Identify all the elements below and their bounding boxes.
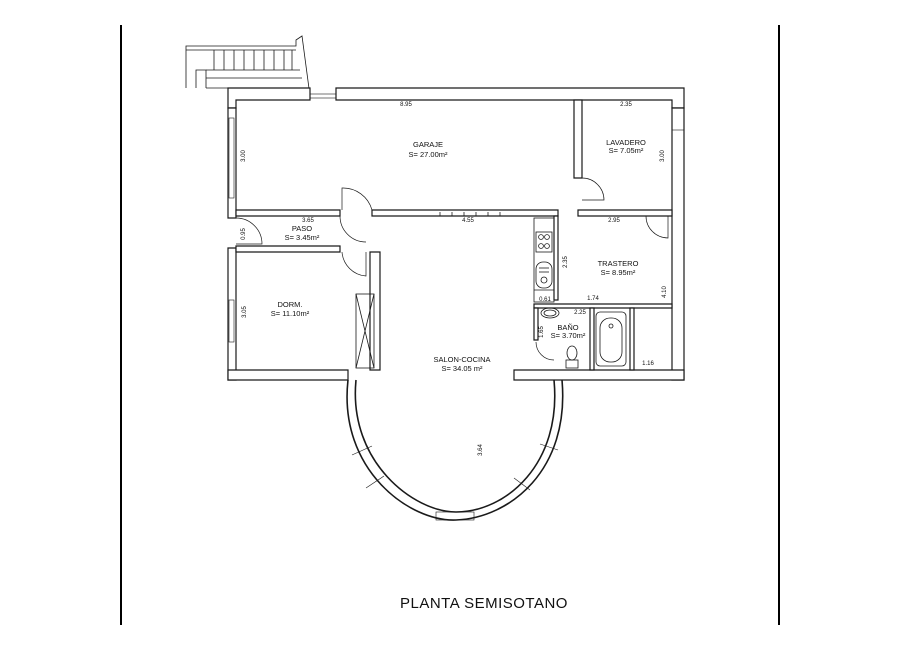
garaje-area: S= 27.00m²: [409, 150, 448, 159]
kitchen-sink-icon: [535, 261, 553, 289]
paso-name: PASO: [292, 224, 312, 233]
dorm-name: DORM.: [278, 300, 303, 309]
plan-title: PLANTA SEMISOTANO: [400, 595, 568, 612]
dim-bano-width: 1.74: [587, 296, 599, 302]
salon-area: S= 34.05 m²: [441, 364, 483, 373]
fixtures: [535, 231, 627, 369]
dim-bano-depth: 2.25: [574, 310, 586, 316]
dim-closet: 1.16: [642, 361, 654, 367]
trastero-name: TRASTERO: [598, 259, 639, 268]
cooktop-icon: [535, 231, 553, 253]
dim-paso-width: 3.65: [302, 218, 314, 224]
bano-area: S= 3.70m²: [551, 331, 586, 340]
dim-dorm-height: 3.05: [242, 306, 248, 318]
paso-area: S= 3.45m²: [285, 233, 320, 242]
bano-name: BAÑO: [557, 323, 578, 332]
bathtub-icon: [595, 311, 627, 367]
garage-opening-hatch: [439, 212, 501, 216]
dim-right-height: 4.10: [662, 286, 668, 298]
exterior-walls: [227, 87, 685, 381]
salon-name: SALON-COCINA: [433, 355, 490, 364]
lavadero-area: S= 7.05m²: [609, 146, 644, 155]
dim-salon-radius: 3.64: [478, 444, 484, 456]
doors: [235, 177, 669, 361]
toilet-icon: [565, 359, 579, 369]
lavadero-name: LAVADERO: [606, 138, 646, 147]
trastero-area: S= 8.95m²: [601, 268, 636, 277]
bay-window-wall: [346, 379, 564, 521]
exterior-staircase: [185, 35, 311, 97]
dim-bano-side: 1.65: [539, 326, 545, 338]
dim-lavadero-width: 2.35: [620, 102, 632, 108]
dimension-labels: 8.95 2.35 3.00 3.00 3.65 4.55 2.95 0.95 …: [241, 102, 668, 456]
basin-icon: [540, 307, 560, 319]
dim-lavadero-height: 3.00: [660, 150, 666, 162]
garaje-name: GARAJE: [413, 140, 443, 149]
room-labels: GARAJE S= 27.00m² LAVADERO S= 7.05m² PAS…: [271, 138, 646, 373]
dim-garaje-height: 3.00: [241, 150, 247, 162]
dim-garaje-width: 8.95: [400, 102, 412, 108]
dim-paso-height: 0.95: [241, 228, 247, 240]
dorm-area: S= 11.10m²: [271, 309, 310, 318]
dim-trastero-depth: 2.35: [563, 256, 569, 268]
dim-trastero-width: 2.95: [608, 218, 620, 224]
interior-walls: [235, 99, 673, 371]
dim-corridor-width: 4.55: [462, 218, 474, 224]
dim-counter: 0.61: [539, 297, 551, 303]
